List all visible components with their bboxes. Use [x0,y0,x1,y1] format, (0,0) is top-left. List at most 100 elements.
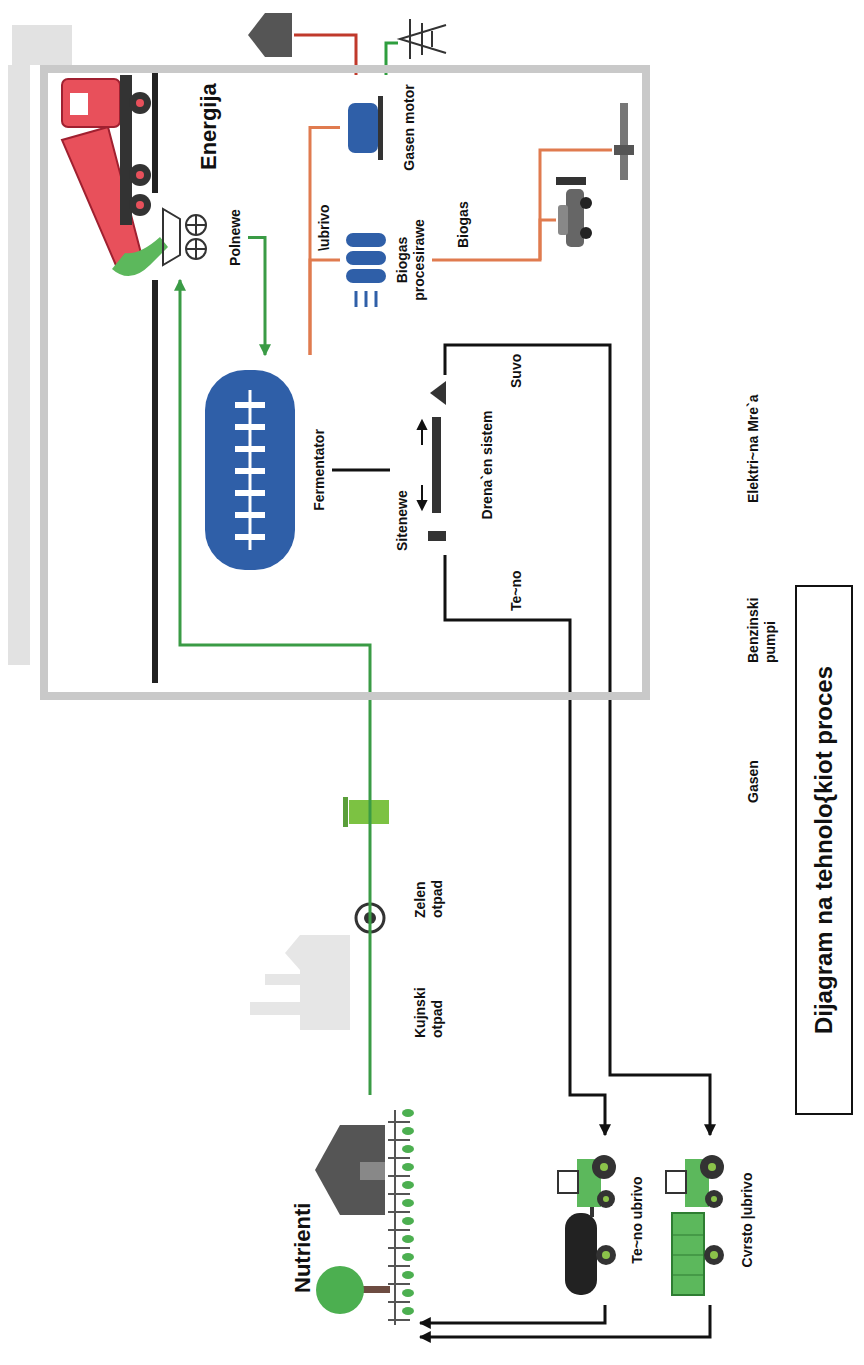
conveyor-belt-part [152,280,158,683]
spreader-tractor-part [708,1163,716,1171]
spreader-tractor-part [672,1213,704,1295]
conveyor-belt [152,73,158,683]
farm-illustration-part-part [402,1163,414,1171]
dump-truck-part [112,237,168,276]
biogas-processing-symbol-part [356,291,376,307]
node-label: Polnewe [227,209,244,266]
farm-illustration-part-part [388,1301,410,1303]
drainage-screen-symbol-part-part [418,501,426,509]
flow-connector [310,128,340,356]
node-label: Cvrsto |ubrivo [739,1173,756,1268]
tanker-tractor-part [602,1251,610,1259]
gas-pipeline-part [614,145,634,155]
shredder-symbol-part [163,209,180,265]
biogas-processing-symbol-part-part [375,291,378,307]
fermentator-symbol-part-part [235,402,265,408]
spreader-tractor-part [666,1171,686,1193]
car-fuel-pump-part [566,189,584,247]
fermentator-symbol-part-part [235,446,265,452]
farm-illustration-part-part [402,1199,414,1207]
spreader-tractor-part [700,1155,724,1179]
flow-connector [248,238,265,356]
flow-connector [420,1305,605,1323]
shredder-symbol-part [186,239,206,259]
shredder-symbol-part [186,215,206,235]
house-consumer [248,13,292,57]
fermentator-symbol-part [205,370,295,570]
power-tower-part [409,19,411,59]
biogas-processing-symbol-part [346,251,386,265]
factory-silhouette-part [265,974,305,985]
fermentator-symbol-part-part [235,534,265,540]
power-tower-part [421,23,423,55]
flow-connector [445,345,710,1135]
dump-truck-part [136,171,144,179]
dump-truck-part [136,201,144,209]
shredder-symbol [163,209,206,265]
farm-illustration-part-part [388,1157,410,1159]
fermentator-symbol-part-part [235,490,265,496]
feeding-shredder: Polnewe [160,195,248,280]
fermentator-symbol-part-part [235,468,265,474]
tanker-tractor-part [600,1163,608,1171]
diagram-title: Dijagram na tehnolo{kiot proces [795,585,853,1115]
spreader-tractor-part [672,1275,704,1276]
energy-output-lines-part [540,150,612,260]
house-consumer-part [248,13,292,57]
dump-truck-part [129,164,151,186]
node-label: Nutrienti [290,1203,316,1293]
farm-illustration-part [394,1110,396,1325]
drainage-screen-symbol [418,381,446,541]
car-fuel-pump-part [558,205,568,235]
tanker-tractor-part [603,1196,609,1202]
tanker-tractor [558,1155,616,1295]
part-label: Te~no [508,568,525,613]
farm-illustration-part [316,1266,364,1314]
gas-pipeline-part [620,103,628,180]
dump-truck-part [129,194,151,216]
power-tower [400,19,446,59]
spreader-tractor [666,1155,724,1295]
farm-illustration-part-part [388,1211,410,1213]
gas-motor-symbol [348,96,383,160]
flow-connector [310,260,340,355]
farm-illustration-part-part [402,1217,414,1225]
dump-truck-part [62,79,120,127]
factory-silhouette [250,935,350,1030]
drainage-screen-symbol-part [432,417,441,513]
fermentator-symbol-part [235,402,265,540]
part-label: Benzinski pumpi [745,571,779,665]
node-label: Fermentator [311,429,328,511]
farm-illustration-part-part [402,1145,414,1153]
drainage-system: SiteneweDrena`en sistem [390,375,502,555]
farm-illustration-part-part [402,1271,414,1279]
dump-truck [62,75,168,276]
drainage-screen-symbol-part-part [418,421,426,429]
part-label: Gasen [745,758,762,805]
biogas-processing-symbol-part-part [365,291,368,307]
farm-illustration-part-part [388,1121,410,1123]
drainage-screen-symbol-part [430,381,446,405]
farm-illustration-part-part [388,1319,410,1321]
fermentator-symbol-part-part [235,512,265,518]
farm-illustration-part-part [388,1193,410,1195]
tanker-tractor-part [592,1155,616,1179]
farm-illustration-part-part [402,1307,414,1315]
factory-silhouette-part [250,1002,305,1015]
farm-illustration-part-part [402,1181,414,1189]
spreader-tractor-part [705,1190,723,1208]
part-label: Biogas [455,199,472,250]
car-fuel-pump-part [580,227,592,239]
green-bin [343,797,389,827]
node-label: Biogas procesirawe [394,204,428,316]
farm-illustration [315,1109,414,1325]
flow-connector [420,1305,710,1337]
farm-illustration-part-part [388,1175,410,1177]
dump-truck-part [136,99,144,107]
dump-truck-part [70,93,88,115]
part-label: Zelen otpad [412,846,446,920]
tanker-tractor-part [558,1171,578,1193]
power-tower-part [431,31,433,47]
